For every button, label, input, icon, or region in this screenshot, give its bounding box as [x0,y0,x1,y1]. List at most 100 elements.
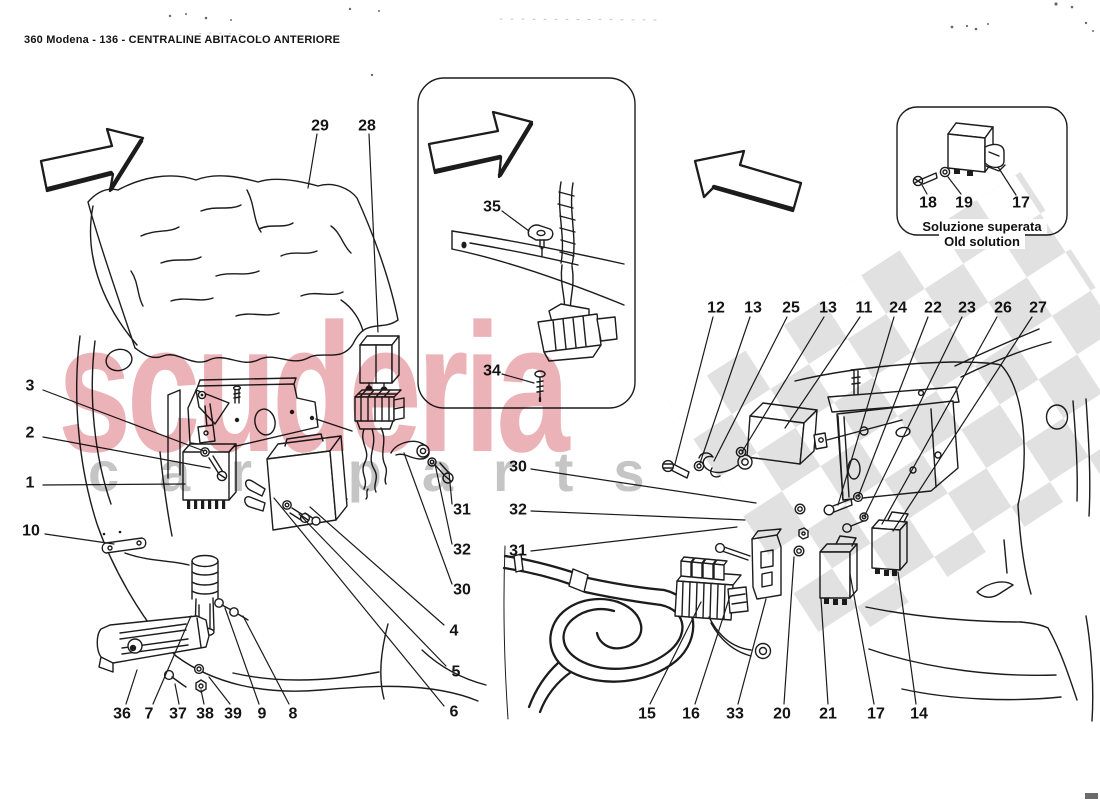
leader-line-left-10 [44,533,115,545]
page-title: 360 Modena - 136 - CENTRALINE ABITACOLO … [24,34,341,46]
leader-line-right-20 [783,556,795,705]
left-assembly-body-lines [76,335,509,720]
leader-line-old-solution-18 [921,184,928,195]
fusebox-15-16 [674,556,772,660]
callout-right-13: 13 [819,300,837,317]
direction-arrow-left [39,127,145,193]
leader-line-right-13 [699,316,751,464]
leader-line-left-6 [273,497,445,707]
wiring-loom [557,181,576,319]
old-relay-bracket [984,143,1006,172]
leader-line-left-38 [200,689,205,705]
callout-left-39: 39 [224,706,242,723]
washer-20a [794,503,806,515]
screw-9 [214,598,224,608]
leader-line-right-17 [849,573,875,705]
callout-right-31: 31 [509,543,527,560]
leader-line-old-solution-19 [947,176,962,195]
callout-right-20: 20 [773,706,791,723]
leader-line-right-12 [674,316,714,465]
callout-left-3: 3 [26,378,35,395]
leader-line-left-30 [403,452,453,585]
cable-eyelet-and-screw [390,440,454,484]
screw-24 [823,504,835,516]
harness-and-cables [502,553,695,714]
direction-arrow-detail-inset [427,110,534,179]
screw-2 [208,455,224,475]
callout-left-9: 9 [258,706,267,723]
callout-left-38: 38 [196,706,214,723]
direction-arrow-right [693,149,803,213]
leader-line-right-24 [837,316,895,506]
leader-line-left-32 [434,463,453,545]
scan-speckles [149,2,1098,799]
callout-left-2: 2 [26,425,35,442]
leader-line-right-26 [881,316,998,525]
relay-28-and-socket [354,335,405,500]
callout-right-26: 26 [994,300,1012,317]
callout-old-solution-18: 18 [919,195,937,212]
callout-left-7: 7 [145,706,154,723]
leader-line-detail-inset-35 [501,210,530,232]
callout-right-21: 21 [819,706,837,723]
callout-left-4: 4 [450,623,459,640]
leader-line-right-11 [784,316,861,429]
leader-line-right-13 [741,316,825,453]
washer-13a [693,460,705,472]
nut-20 [798,527,809,540]
control-unit-small [182,443,237,509]
leader-line-right-27 [892,316,1033,532]
bracket-33 [714,528,782,600]
callout-right-27: 27 [1029,300,1047,317]
corner-mark [1085,793,1098,799]
callout-right-17: 17 [867,706,885,723]
callout-right-23: 23 [958,300,976,317]
leader-line-left-1 [42,483,186,486]
screw-8 [229,607,239,617]
callout-right-14: 14 [910,706,928,723]
callout-left-1: 1 [26,475,35,492]
callout-right-22: 22 [924,300,942,317]
leader-line-left-9 [224,607,260,705]
callout-left-29: 29 [311,118,329,135]
nut-38 [195,679,207,693]
leader-line-right-15 [649,601,702,705]
leader-line-left-2 [42,436,211,469]
old-solution-caption-en: Old solution [939,234,1025,249]
callout-left-31: 31 [453,502,471,519]
retaining-clip [245,479,266,497]
washer-32 [427,457,437,467]
callout-right-16: 16 [682,706,700,723]
leader-line-right-21 [820,598,829,705]
leader-line-old-solution-17 [997,166,1017,196]
leader-line-right-22 [857,316,929,498]
relay-21 [819,535,858,605]
callout-left-10: 10 [22,523,40,540]
callout-old-solution-19: 19 [955,195,973,212]
connector-assembly [537,303,618,362]
detail-inset [417,77,636,409]
cowl-bracket-plate [827,368,960,501]
callout-left-32: 32 [453,542,471,559]
callout-left-30: 30 [453,582,471,599]
callout-right-24: 24 [889,300,907,317]
callout-left-36: 36 [113,706,131,723]
leader-line-left-5 [298,513,447,667]
leader-line-right-33 [737,598,767,705]
leader-line-right-14 [897,571,917,705]
leader-line-left-28 [368,133,379,333]
control-unit-large [244,433,348,531]
chassis-rail [451,230,625,306]
callout-detail-inset-35: 35 [483,199,501,216]
callout-right-33: 33 [726,706,744,723]
control-unit-11 [746,402,903,465]
right-assembly-body-lines [794,328,1094,722]
leader-line-left-4 [309,506,445,626]
leader-line-right-25 [713,316,788,462]
callout-old-solution-17: 17 [1012,195,1030,212]
leader-line-right-31 [530,526,738,552]
leader-line-left-7 [152,615,192,705]
leader-line-left-39 [208,676,231,705]
washer-20b [793,545,805,557]
